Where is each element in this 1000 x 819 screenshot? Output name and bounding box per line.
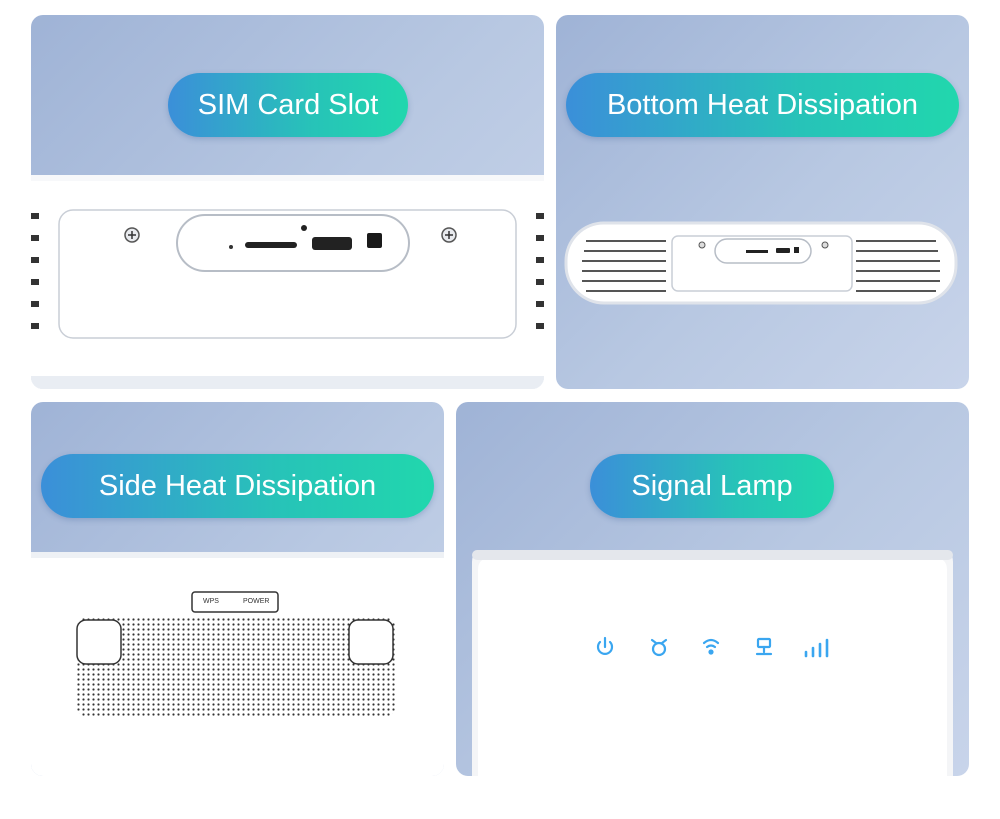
- power-button-label: POWER: [243, 598, 270, 605]
- router-front-illustration: [472, 550, 953, 776]
- side-vents-illustration: [31, 552, 444, 776]
- panel-side-heat-dissipation: WPS POWER Side Heat Dissipation: [31, 402, 444, 776]
- panel-bottom-heat-dissipation: Bottom Heat Dissipation: [556, 15, 969, 389]
- panel-label-pill: Signal Lamp: [590, 454, 834, 518]
- bottom-vents-illustration: [564, 221, 958, 305]
- panel-label-pill: SIM Card Slot: [168, 73, 408, 137]
- wps-button-label: WPS: [203, 598, 219, 605]
- panel-label-pill: Bottom Heat Dissipation: [566, 73, 959, 137]
- panel-label-pill: Side Heat Dissipation: [41, 454, 434, 518]
- sim-slot-illustration: [31, 175, 544, 389]
- panel-sim-card-slot: SIM Card Slot: [31, 15, 544, 389]
- panel-signal-lamp: Signal Lamp: [456, 402, 969, 776]
